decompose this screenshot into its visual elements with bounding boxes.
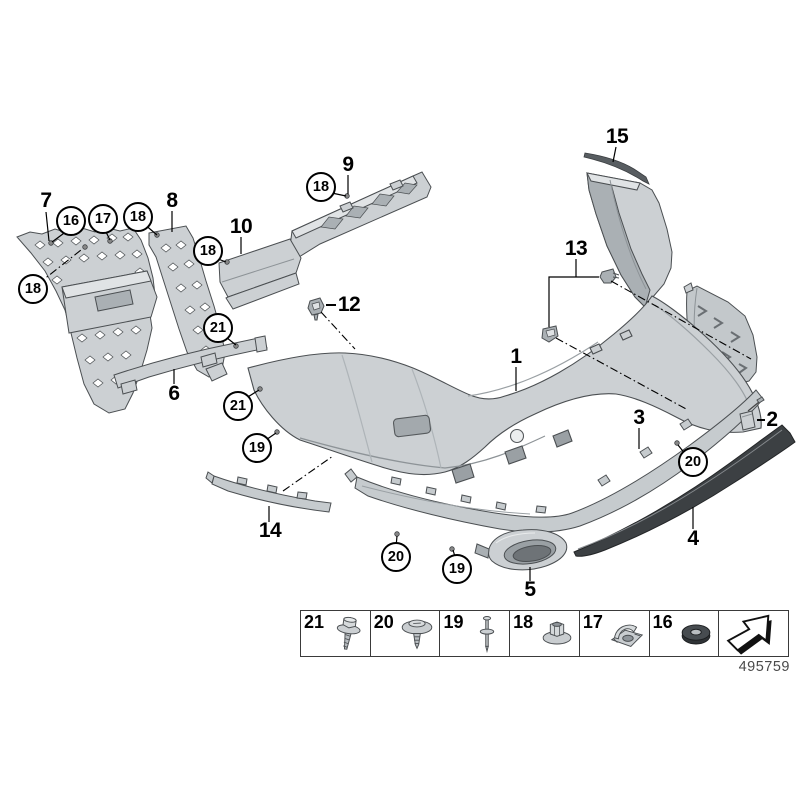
- callout-16-circled[interactable]: 16: [56, 206, 86, 236]
- legend-label-21: 21: [304, 612, 325, 632]
- part-2-cover-plate: [739, 396, 765, 431]
- callout-18-circled[interactable]: 18: [193, 236, 223, 266]
- callout-18-circled[interactable]: 18: [123, 202, 153, 232]
- callout-15-plain[interactable]: 15: [605, 125, 629, 148]
- callout-5-plain[interactable]: 5: [524, 578, 536, 601]
- part-12-clip: [307, 297, 325, 321]
- alignment-lines: [37, 249, 752, 492]
- callout-2-plain[interactable]: 2: [766, 408, 778, 431]
- cage-clip-icon: [610, 624, 643, 647]
- callout-14-plain[interactable]: 14: [258, 519, 282, 542]
- part-7-side-bracket-left: [16, 227, 158, 414]
- legend-cell-arrow[interactable]: [719, 611, 788, 656]
- legend-label-17: 17: [582, 612, 603, 632]
- part-10-lower-panel: [218, 238, 302, 310]
- callout-6-plain[interactable]: 6: [168, 382, 180, 405]
- legend-cell-20[interactable]: 20: [371, 611, 441, 656]
- callout-20-circled[interactable]: 20: [678, 447, 708, 477]
- part-6-support-rail: [113, 335, 268, 395]
- part-13-clip-lower: [541, 325, 559, 343]
- callout-8-plain[interactable]: 8: [166, 189, 178, 212]
- grommet-icon: [681, 623, 711, 644]
- callout-18-circled[interactable]: 18: [18, 274, 48, 304]
- legend-label-20: 20: [373, 612, 394, 632]
- callout-3-plain[interactable]: 3: [633, 406, 645, 429]
- part-8-side-bracket: [148, 225, 228, 382]
- callout-7-plain[interactable]: 7: [40, 189, 52, 212]
- callout-13-plain[interactable]: 13: [564, 237, 588, 260]
- legend-cell-18[interactable]: 18: [510, 611, 580, 656]
- direction-arrow-icon: [726, 614, 772, 655]
- callout-1-plain[interactable]: 1: [510, 345, 522, 368]
- part-5-exhaust-trim: [474, 529, 568, 571]
- part-14-trim-strip-left: [205, 471, 332, 513]
- legend-label-16: 16: [652, 612, 673, 632]
- flange-nut-icon: [542, 621, 572, 644]
- part-4-dark-trim-strip: [573, 424, 796, 557]
- part-13-clip-upper: [599, 268, 620, 284]
- legend-cell-19[interactable]: 19: [440, 611, 511, 656]
- part-1-bumper-cover: [247, 295, 762, 484]
- legend-cell-17[interactable]: 17: [580, 611, 650, 656]
- callout-19-circled[interactable]: 19: [242, 433, 272, 463]
- callout-17-circled[interactable]: 17: [88, 204, 118, 234]
- diagram-part-number: 495759: [738, 659, 790, 675]
- legend-cell-21[interactable]: 21: [301, 611, 371, 656]
- callout-21-circled[interactable]: 21: [223, 391, 253, 421]
- callout-20-circled[interactable]: 20: [381, 542, 411, 572]
- hex-screw-icon: [336, 616, 361, 650]
- callout-21-circled[interactable]: 21: [203, 313, 233, 343]
- legend-label-18: 18: [513, 612, 534, 632]
- callout-12-plain[interactable]: 12: [337, 293, 361, 316]
- fastener-legend: 21 20 19: [300, 610, 789, 657]
- callout-4-plain[interactable]: 4: [687, 527, 699, 550]
- callout-19-circled[interactable]: 19: [442, 554, 472, 584]
- legend-cell-16[interactable]: 16: [650, 611, 720, 656]
- callout-9-plain[interactable]: 9: [342, 153, 354, 176]
- callout-18-circled[interactable]: 18: [306, 172, 336, 202]
- callout-10-plain[interactable]: 10: [229, 215, 253, 238]
- pin-rivet-icon: [479, 615, 495, 653]
- push-rivet-icon: [402, 619, 433, 649]
- part-9-upper-panel: [280, 171, 432, 268]
- part-1-bumper-corner-panel: [586, 172, 673, 308]
- legend-label-19: 19: [443, 612, 464, 632]
- part-15-trim-strip: [583, 152, 650, 185]
